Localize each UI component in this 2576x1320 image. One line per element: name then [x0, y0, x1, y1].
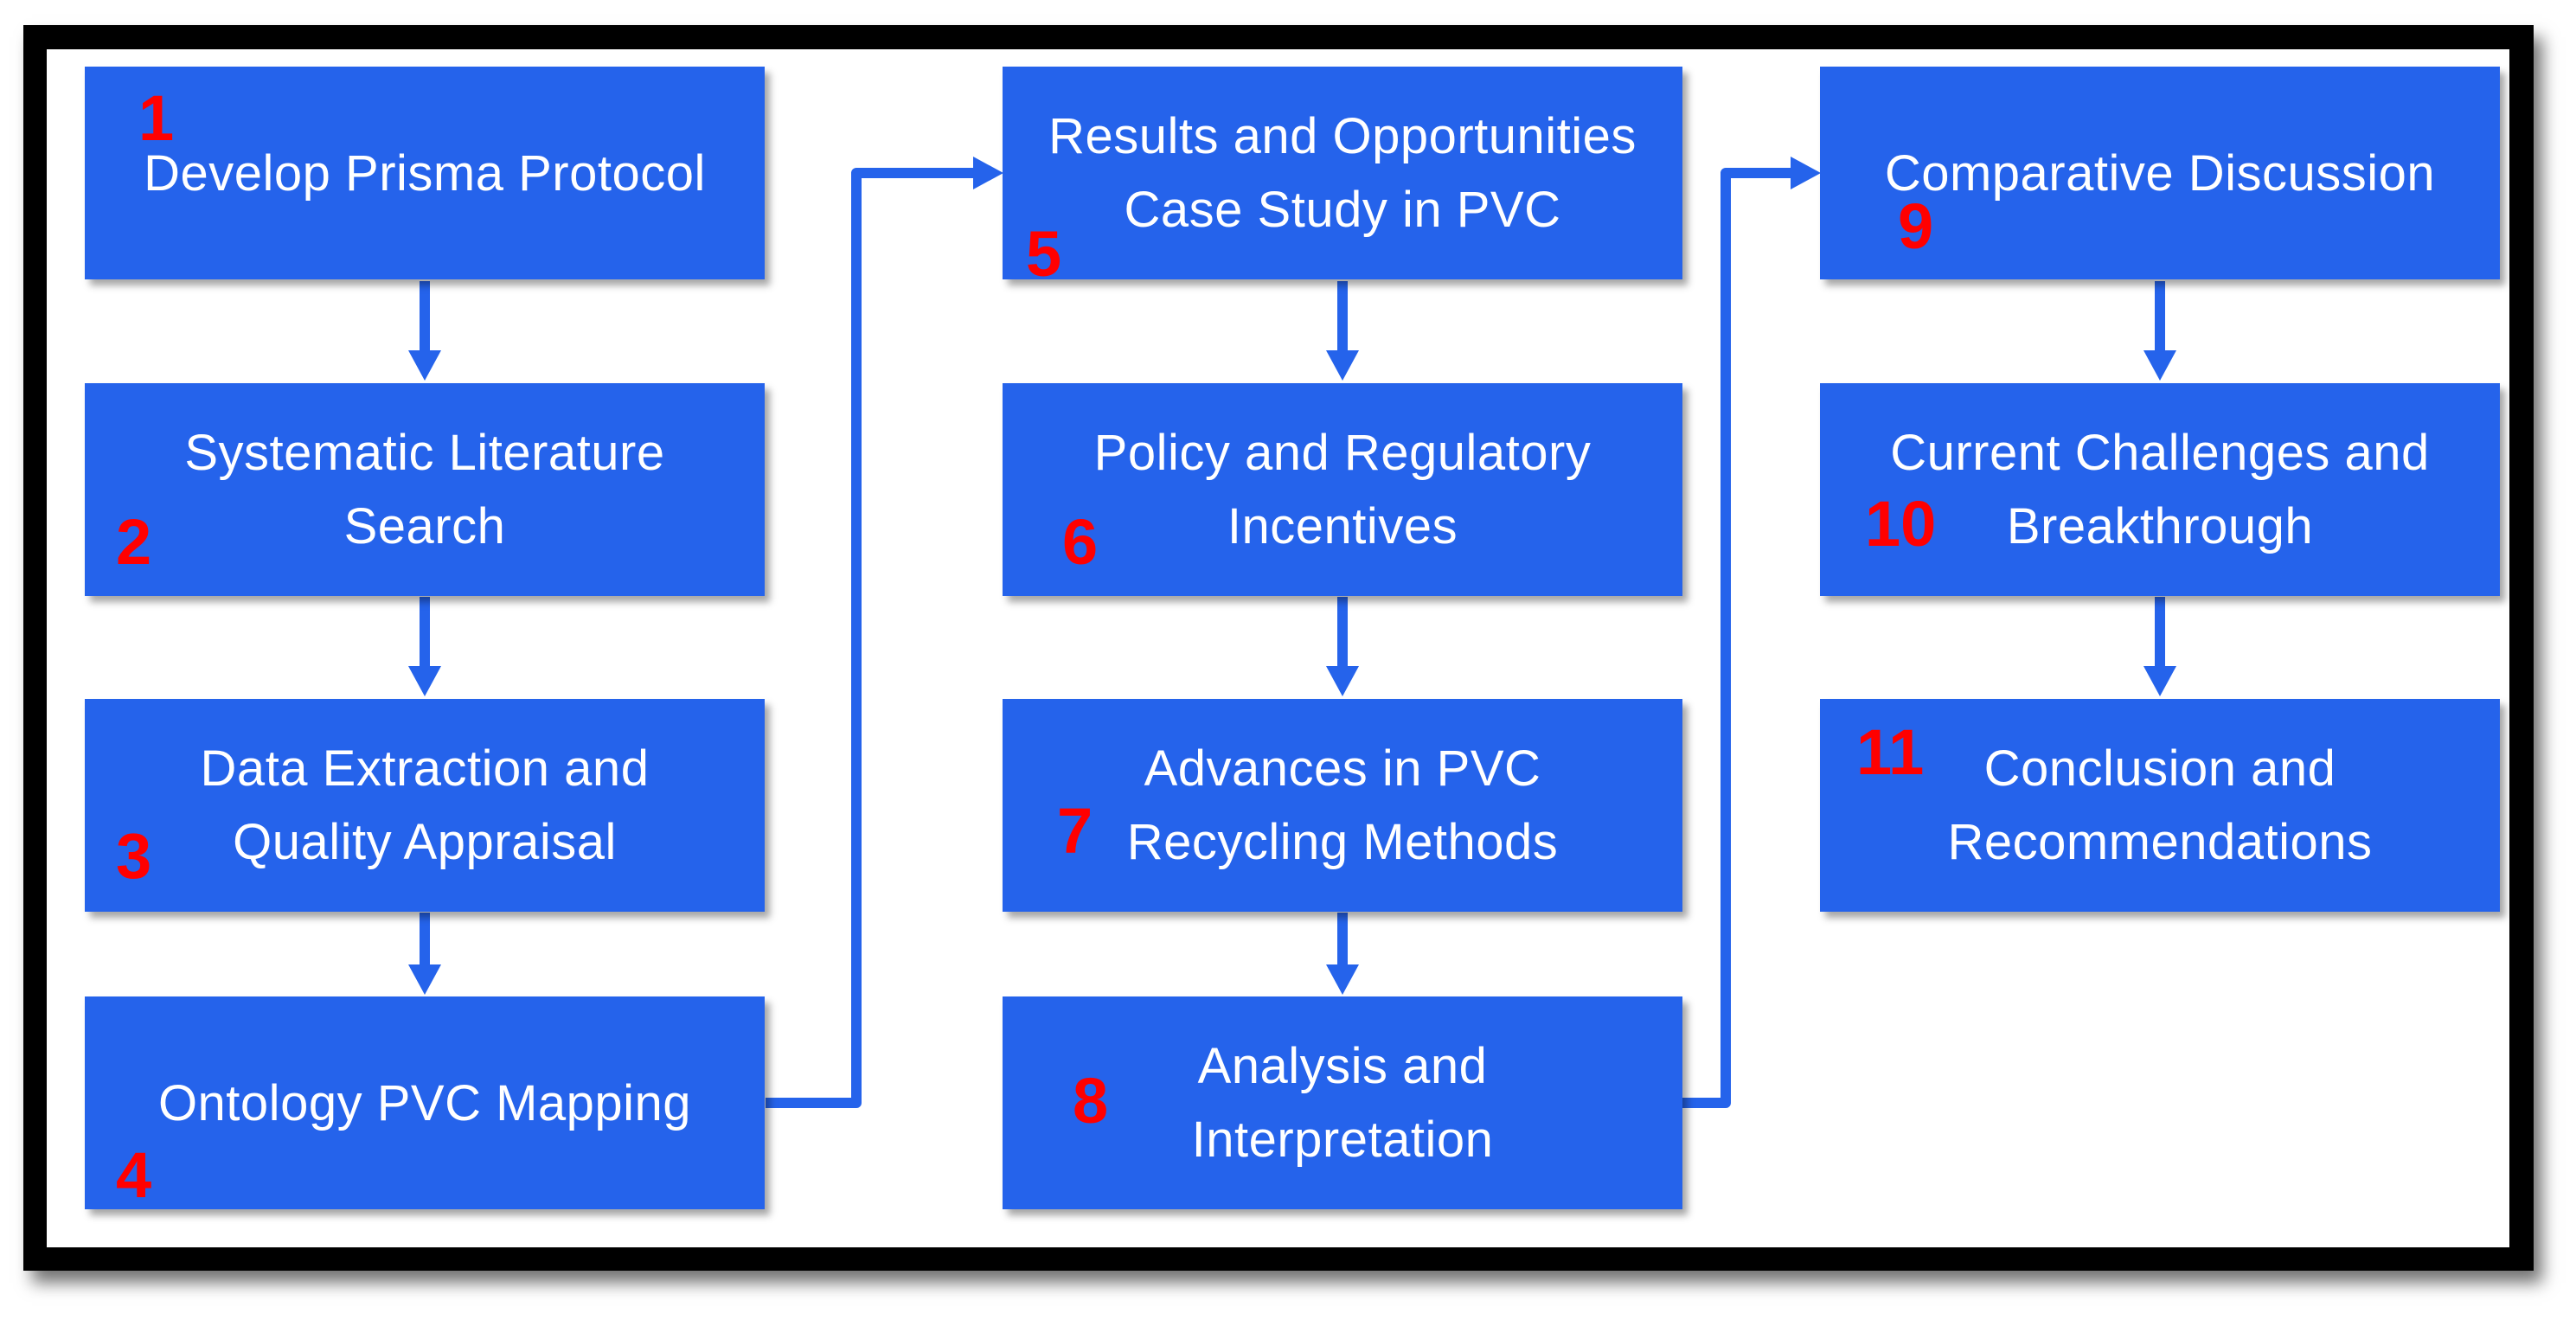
step-box-8: Analysis and Interpretation: [1003, 996, 1682, 1209]
step-number-10: 10: [1865, 488, 1937, 560]
step-number-7: 7: [1057, 795, 1093, 867]
step-number-9: 9: [1898, 190, 1934, 262]
step-box-7: Advances in PVC Recycling Methods: [1003, 699, 1682, 912]
step-box-1: Develop Prisma Protocol: [85, 67, 765, 279]
step-label: Ontology PVC Mapping: [157, 1074, 692, 1131]
step-box-2: Systematic Literature Search: [85, 383, 765, 596]
step-box-6: Policy and Regulatory Incentives: [1003, 383, 1682, 596]
step-number-11: 11: [1856, 716, 1925, 788]
step-label: Data Extraction and Quality Appraisal: [200, 740, 650, 870]
step-label: Current Challenges and Breakthrough: [1890, 425, 2430, 554]
step-box-3: Data Extraction and Quality Appraisal: [85, 699, 765, 912]
step-label: Policy and Regulatory Incentives: [1093, 425, 1592, 554]
step-box-10: Current Challenges and Breakthrough: [1820, 383, 2500, 596]
step-label: Advances in PVC Recycling Methods: [1126, 740, 1559, 870]
step-label: Results and Opportunities Case Study in …: [1048, 108, 1637, 238]
step-box-9: Comparative Discussion: [1820, 67, 2500, 279]
step-number-1: 1: [138, 82, 175, 154]
step-label: Analysis and Interpretation: [1191, 1038, 1494, 1168]
step-number-3: 3: [116, 820, 152, 892]
step-number-6: 6: [1062, 506, 1099, 578]
step-box-5: Results and Opportunities Case Study in …: [1003, 67, 1682, 279]
step-label: Systematic Literature Search: [184, 425, 665, 554]
step-label: Comparative Discussion: [1884, 144, 2436, 202]
step-number-8: 8: [1073, 1065, 1109, 1137]
step-number-2: 2: [116, 506, 152, 578]
step-number-4: 4: [116, 1139, 152, 1211]
step-number-5: 5: [1026, 218, 1062, 290]
step-box-4: Ontology PVC Mapping: [85, 996, 765, 1209]
step-label: Conclusion and Recommendations: [1947, 740, 2373, 870]
step-box-11: Conclusion and Recommendations: [1820, 699, 2500, 912]
step-label: Develop Prisma Protocol: [144, 144, 706, 202]
